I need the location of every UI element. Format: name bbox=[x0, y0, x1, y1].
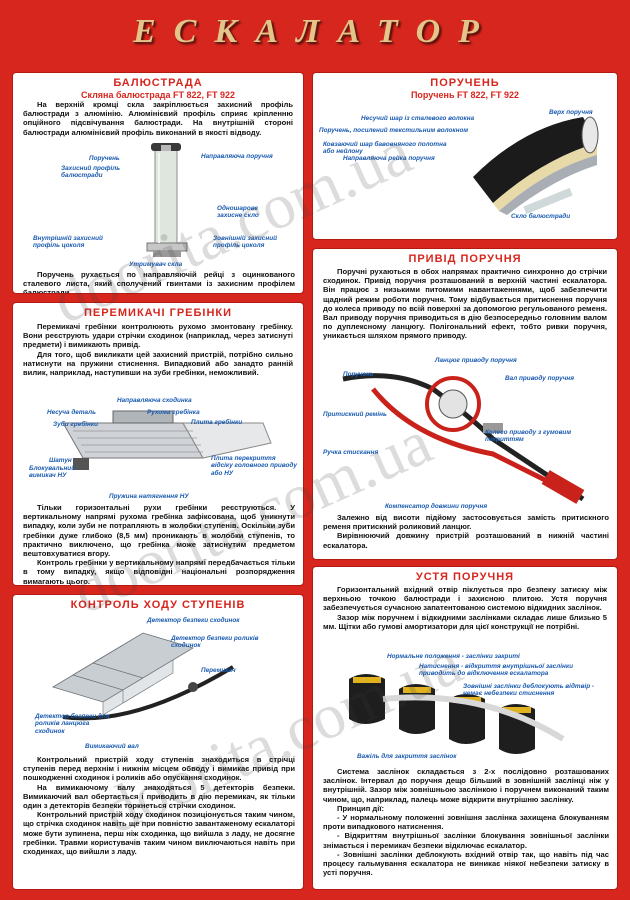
mouth-title: УСТЯ ПОРУЧНЯ bbox=[415, 571, 515, 583]
drive-text-2: Залежно від висоти підйому застосовуєтьс… bbox=[323, 513, 609, 550]
steps-label-shaft: Вимикаючий вал bbox=[85, 743, 139, 750]
comb-label-switch: Блокувальний вимикач НУ bbox=[29, 465, 76, 480]
page-title: ЕСКАЛАТОР bbox=[133, 13, 497, 50]
comb-text-1: Перемикачі гребінки контролюють рухомо з… bbox=[23, 322, 293, 378]
comb-label-rod: Шатун bbox=[49, 457, 72, 464]
mouth-text-1: Горизонтальний вхідний отвір піклується … bbox=[323, 585, 607, 631]
panel-drive: ПРИВІД ПОРУЧНЯ Поручні рухаються в обох … bbox=[312, 248, 618, 560]
handrail-label-sliding: Ковзаючий шар бавовняного полотна або не… bbox=[323, 141, 447, 156]
handrail-title: ПОРУЧЕНЬ bbox=[430, 77, 500, 89]
steps-label-step-detector: Детектор безпеки сходинок bbox=[147, 617, 240, 624]
comb-label-teeth: Зуби гребінки bbox=[53, 421, 99, 428]
handrail-label-steel-layer: Несучий шар із сталевого волокна bbox=[361, 115, 475, 122]
steps-label-roller-detector: Детектор безпеки роликів сходинок bbox=[171, 635, 259, 650]
comb-text-2: Тільки горизонтальні рухи гребінки реєст… bbox=[23, 503, 295, 586]
balustrade-label-handrail: Поручень bbox=[89, 155, 120, 162]
drive-label-belt: Притискний ремінь bbox=[323, 411, 387, 418]
drive-label-wheel: Колесо приводу з гумовим покриттям bbox=[485, 429, 572, 444]
comb-label-cover-plate: Плита перекриття відсіку головного приво… bbox=[211, 455, 297, 477]
balustrade-outro: Поручень рухається по направляючій рейці… bbox=[23, 270, 295, 294]
mouth-text-2: Система заслінок складається з 2-х послі… bbox=[323, 767, 609, 878]
drive-text-1: Поручні рухаються в обох напрямах практи… bbox=[323, 267, 607, 341]
comb-label-carrier: Несуча деталь bbox=[47, 409, 96, 416]
handrail-label-glass: Скло балюстради bbox=[511, 213, 571, 220]
balustrade-label-holder: Утримувач скла bbox=[129, 261, 183, 268]
balustrade-figure bbox=[146, 143, 188, 257]
drive-label-shaft: Вал приводу поручня bbox=[505, 375, 575, 382]
mouth-label-press: Натиснення - відкриття внутрішньої заслі… bbox=[419, 663, 573, 678]
panel-steps: КОНТРОЛЬ ХОДУ СТУПЕНІВ Детектор безпеки … bbox=[12, 594, 304, 890]
handrail-label-rail: Направляюча рейка поручня bbox=[343, 155, 435, 162]
steps-label-switch: Перемикач bbox=[201, 667, 236, 674]
drive-label-tension: Ручка стискання bbox=[323, 449, 379, 456]
handrail-figure bbox=[473, 116, 599, 215]
balustrade-label-outer-plinth: Зовнішній захисний профіль цоколя bbox=[213, 235, 277, 250]
steps-label-chain-detector: Детектор безпеки для роликів ланцюга схо… bbox=[35, 713, 110, 735]
balustrade-label-glass: Одношарове захисне скло bbox=[217, 205, 259, 220]
drive-label-compensator: Компенсатор довжини поручня bbox=[385, 503, 488, 510]
comb-label-spring: Пружина натягнення НУ bbox=[109, 493, 189, 500]
drive-title: ПРИВІД ПОРУЧНЯ bbox=[408, 253, 522, 265]
comb-title: ПЕРЕМИКАЧІ ГРЕБІНКИ bbox=[83, 307, 233, 319]
drive-figure bbox=[342, 373, 585, 504]
comb-label-moving-comb: Рухома гребінка bbox=[147, 409, 200, 416]
balustrade-subtitle: Скляна балюстрада FT 822, FT 922 bbox=[80, 90, 236, 100]
balustrade-title: БАЛЮСТРАДА bbox=[113, 77, 203, 89]
handrail-label-top: Верх поручня bbox=[549, 109, 593, 116]
comb-figure bbox=[62, 410, 272, 470]
handrail-label-textile: Поручень, посилений текстильним волокном bbox=[319, 127, 469, 134]
drive-label-chain: Ланцюг приводу поручня bbox=[435, 357, 517, 364]
steps-text: Контрольний пристрій ходу ступенів знахо… bbox=[23, 755, 295, 857]
balustrade-intro: На верхній кромці скла закріплюється зах… bbox=[23, 100, 293, 137]
mouth-figure bbox=[349, 674, 565, 754]
comb-label-guide: Направляюча сходинка bbox=[117, 397, 192, 404]
panel-comb: ПЕРЕМИКАЧІ ГРЕБІНКИ Перемикачі гребінки … bbox=[12, 302, 304, 586]
steps-figure bbox=[52, 632, 235, 721]
steps-title: КОНТРОЛЬ ХОДУ СТУПЕНІВ bbox=[70, 599, 246, 611]
drive-label-handrail: Поручень bbox=[343, 371, 374, 378]
header-bar: ЕСКАЛАТОР bbox=[0, 0, 630, 64]
handrail-subtitle: Поручень FT 822, FT 922 bbox=[410, 90, 520, 100]
panel-mouth: УСТЯ ПОРУЧНЯ Горизонтальний вхідний отві… bbox=[312, 566, 618, 890]
panel-balustrade: БАЛЮСТРАДА Скляна балюстрада FT 822, FT … bbox=[12, 72, 304, 294]
mouth-label-normal: Нормальне положення - заслінки закриті bbox=[387, 653, 520, 660]
balustrade-label-guide: Направляюча поручня bbox=[201, 153, 273, 160]
mouth-label-lever: Важіль для закриття заслінок bbox=[357, 753, 457, 760]
comb-label-plate: Плита гребінки bbox=[191, 419, 243, 426]
panel-handrail: ПОРУЧЕНЬ Поручень FT 822, FT 922 Несучий… bbox=[312, 72, 618, 240]
mouth-label-outer: Зовнішні заслінки деблокують відтвір - н… bbox=[463, 683, 595, 698]
balustrade-label-profile: Захисний профіль балюстради bbox=[61, 165, 121, 180]
balustrade-label-inner-plinth: Внутрішній захисний профіль цоколя bbox=[33, 235, 103, 250]
